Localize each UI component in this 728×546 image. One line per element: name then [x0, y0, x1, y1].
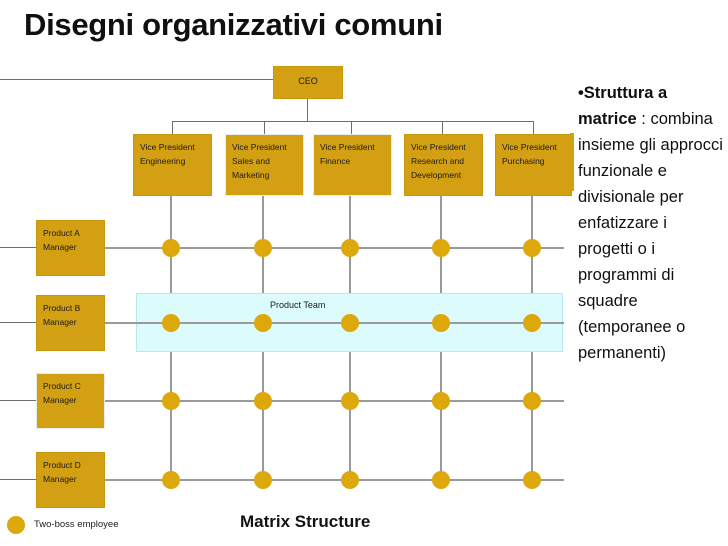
two-boss-employee-dot[interactable]: [341, 239, 359, 257]
matrix-structure-diagram: CEO Vice President Engineering Vice Pres…: [0, 66, 572, 534]
legend-label: Two-boss employee: [34, 519, 119, 530]
node-vp-engineering[interactable]: Vice President Engineering: [133, 134, 212, 196]
two-boss-employee-dot[interactable]: [162, 392, 180, 410]
two-boss-employee-dot[interactable]: [432, 239, 450, 257]
vp-bus-bar: [172, 121, 534, 122]
node-vp-research-development[interactable]: Vice President Research and Development: [404, 134, 483, 196]
two-boss-employee-dot[interactable]: [523, 392, 541, 410]
page-title: Disegni organizzativi comuni: [24, 7, 443, 42]
vp-stem-5: [533, 121, 534, 134]
side-text-block: •Struttura a matrice : combina insieme g…: [578, 80, 726, 366]
vp-stem-2: [264, 121, 265, 134]
ceo-left-connector-line: [0, 79, 273, 80]
row-d-left-stub: [0, 479, 37, 480]
two-boss-employee-dot[interactable]: [432, 392, 450, 410]
side-text-lead: Struttura a matrice: [578, 84, 668, 128]
two-boss-employee-dot[interactable]: [162, 314, 180, 332]
grid-row-d: [105, 479, 564, 481]
two-boss-employee-dot[interactable]: [162, 471, 180, 489]
node-vp-purchasing[interactable]: Vice President Purchasing: [495, 134, 572, 196]
side-text-separator: :: [636, 110, 651, 128]
grid-row-b: [105, 322, 564, 324]
two-boss-employee-dot[interactable]: [432, 471, 450, 489]
two-boss-employee-dot[interactable]: [523, 471, 541, 489]
two-boss-employee-dot[interactable]: [341, 392, 359, 410]
two-boss-employee-dot[interactable]: [254, 239, 272, 257]
two-boss-employee-dot[interactable]: [254, 471, 272, 489]
node-product-d-manager[interactable]: Product D Manager: [36, 452, 105, 508]
bullet-icon: •: [578, 84, 584, 102]
vp-stem-3: [351, 121, 352, 134]
vp-stem-4: [442, 121, 443, 134]
grid-row-c: [105, 400, 564, 402]
two-boss-employee-dot[interactable]: [341, 471, 359, 489]
grid-row-a: [105, 247, 564, 249]
vp-stem-1: [172, 121, 173, 134]
row-b-left-stub: [0, 322, 37, 323]
text-accent-bar: [570, 133, 574, 191]
node-ceo[interactable]: CEO: [273, 66, 343, 99]
two-boss-employee-dot[interactable]: [523, 314, 541, 332]
two-boss-employee-dot[interactable]: [162, 239, 180, 257]
product-team-label: Product Team: [270, 300, 326, 310]
row-a-left-stub: [0, 247, 37, 248]
ceo-down-stem: [307, 99, 308, 121]
two-boss-employee-dot[interactable]: [254, 314, 272, 332]
node-product-c-manager[interactable]: Product C Manager: [36, 373, 105, 429]
row-c-left-stub: [0, 400, 37, 401]
legend-marker-icon: [7, 516, 25, 534]
node-vp-sales-marketing[interactable]: Vice President Sales and Marketing: [225, 134, 304, 196]
two-boss-employee-dot[interactable]: [341, 314, 359, 332]
node-vp-finance[interactable]: Vice President Finance: [313, 134, 392, 196]
diagram-caption: Matrix Structure: [240, 512, 371, 531]
two-boss-employee-dot[interactable]: [432, 314, 450, 332]
node-product-a-manager[interactable]: Product A Manager: [36, 220, 105, 276]
node-product-b-manager[interactable]: Product B Manager: [36, 295, 105, 351]
two-boss-employee-dot[interactable]: [254, 392, 272, 410]
side-text-body: combina insieme gli approcci funzionale …: [578, 110, 723, 362]
two-boss-employee-dot[interactable]: [523, 239, 541, 257]
